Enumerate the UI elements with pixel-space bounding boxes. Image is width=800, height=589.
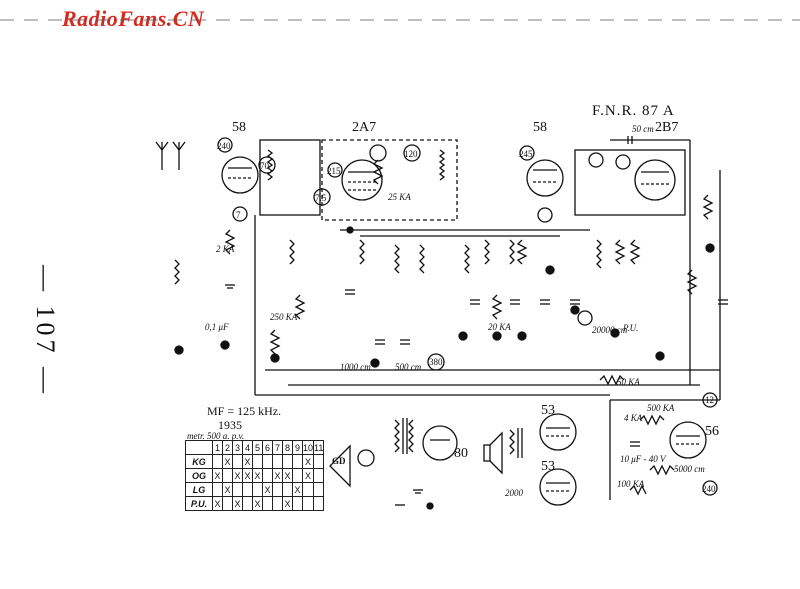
cap-10uf-label: 10 μF - 40 V: [620, 454, 666, 464]
tube-label-53a: 53: [541, 403, 555, 418]
res-2ka-label: 2 KA: [216, 244, 235, 254]
tube-53a-icon: [539, 413, 577, 451]
watermark: RadioFans.CN: [62, 6, 205, 31]
capacitor-icons: [345, 136, 728, 447]
tube-label-80: 80: [454, 446, 468, 461]
gd-triangle-icon: [329, 444, 351, 488]
point-120-label: 120: [404, 149, 418, 159]
cap-2000-label: 2000: [505, 488, 523, 498]
point-245-label: 245: [519, 149, 533, 159]
transformer-icons: [394, 418, 647, 496]
point-380-label: 380: [429, 357, 443, 367]
terminal-dots: [174, 226, 715, 510]
point-240-label: 240: [217, 141, 231, 151]
tube-2b7-icon: [634, 159, 676, 201]
res-50ka-label: 50 KA: [617, 377, 640, 387]
diagram-title: F.N.R. 87 A: [592, 103, 675, 119]
cap-50cm-label: 50 cm: [632, 124, 654, 134]
res-250ka-label: 250 KA: [270, 312, 298, 322]
coil-icons: [174, 149, 602, 285]
measure-point-icons: [217, 137, 718, 496]
tube-56-icon: [669, 421, 707, 459]
res-500ka-label: 500 KA: [647, 403, 675, 413]
point-70-label: 70: [260, 161, 269, 171]
res-4ka-label: 4 KA: [624, 413, 643, 423]
gd-label: GD: [332, 456, 346, 466]
point-7-5-label: 7.5: [315, 193, 327, 203]
tube-label-2b7: 2B7: [655, 120, 679, 135]
tube-label-58b: 58: [533, 120, 547, 135]
tube-label-58a: 58: [232, 120, 246, 135]
cap-1000cm-label: 1000 cm: [340, 362, 371, 372]
tube-80-icon: [422, 425, 458, 461]
switch-row-og: OG X X X X X X X: [185, 468, 325, 483]
resistor-icons: [224, 159, 714, 476]
point-240b-label: 240: [702, 484, 716, 494]
mf-note: MF = 125 kHz.: [207, 404, 282, 418]
tube-58a-icon: [221, 156, 259, 194]
switch-table: 1 2 3 4 5 6 7 8 9 10 11 KG X X X OG X X …: [185, 440, 325, 511]
switch-row-pu: P.U. X X X X: [185, 496, 325, 511]
tube-label-2a7: 2A7: [352, 120, 377, 135]
cap-5000cm-label: 5000 cm: [674, 464, 705, 474]
cap-500cm-label: 500 cm: [395, 362, 422, 372]
tube-label-56: 56: [705, 424, 719, 439]
switch-cell: [312, 496, 325, 511]
cap-0-1uf-label: 0,1 μF: [205, 322, 229, 332]
tube-53b-icon: [539, 468, 577, 506]
res-20ka-label: 20 KA: [488, 322, 511, 332]
point-12-label: 12: [705, 395, 714, 405]
tube-58b-icon: [526, 159, 564, 197]
switch-row-kg: KG X X X: [185, 454, 325, 469]
res-25ka-label: 25 KA: [388, 192, 411, 202]
ground-icons: [225, 284, 423, 506]
cap-20000cm-label: 20000 cm: [592, 325, 628, 335]
switch-table-header-row: 1 2 3 4 5 6 7 8 9 10 11: [185, 440, 325, 455]
pu-label: P.U.: [623, 323, 639, 333]
tube-2a7-icon: [341, 159, 383, 201]
year-note: 1935: [218, 418, 242, 432]
antenna-icon: [155, 141, 186, 170]
speaker-icon: [483, 431, 503, 475]
point-7-label: 7: [236, 210, 241, 220]
switch-header-note: metr. 500 a. p.v.: [187, 431, 245, 441]
res-100ka-label: 100 KA: [617, 479, 645, 489]
point-215-label: 215: [327, 166, 341, 176]
